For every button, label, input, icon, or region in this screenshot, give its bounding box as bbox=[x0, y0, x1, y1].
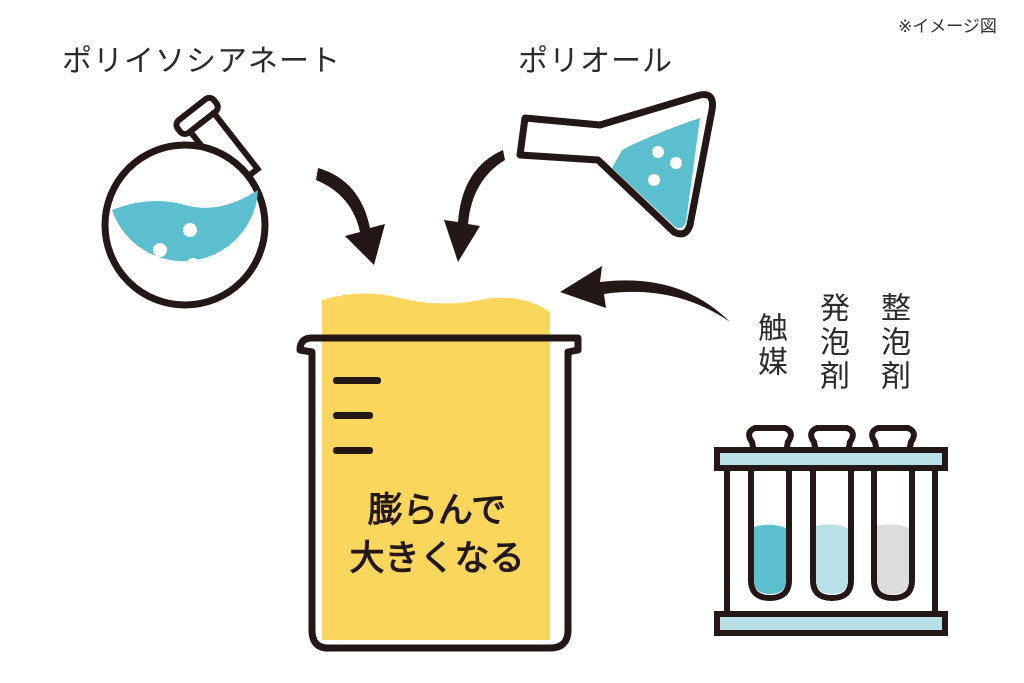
beaker-icon bbox=[296, 293, 582, 652]
label-blowing-agent: 発泡剤 bbox=[814, 292, 849, 394]
test-tube-catalyst bbox=[746, 425, 794, 602]
label-catalyst: 触媒 bbox=[752, 312, 787, 380]
round-flask-icon bbox=[101, 94, 269, 309]
arrow-icon bbox=[316, 150, 730, 322]
conical-flask-icon bbox=[516, 91, 716, 238]
test-tube-blowing-agent bbox=[808, 425, 856, 602]
beaker-text-line1: 膨らんで bbox=[367, 491, 507, 531]
label-polyisocyanate: ポリイソシアネート bbox=[62, 44, 341, 79]
test-tube-foam-stabilizer bbox=[869, 425, 917, 602]
label-polyol: ポリオール bbox=[518, 44, 673, 79]
label-foam-stabilizer: 整泡剤 bbox=[875, 292, 910, 394]
beaker-text-line2: 大きくなる bbox=[349, 539, 525, 579]
image-note: ※イメージ図 bbox=[898, 17, 997, 37]
test-tube-rack-icon bbox=[714, 425, 948, 636]
